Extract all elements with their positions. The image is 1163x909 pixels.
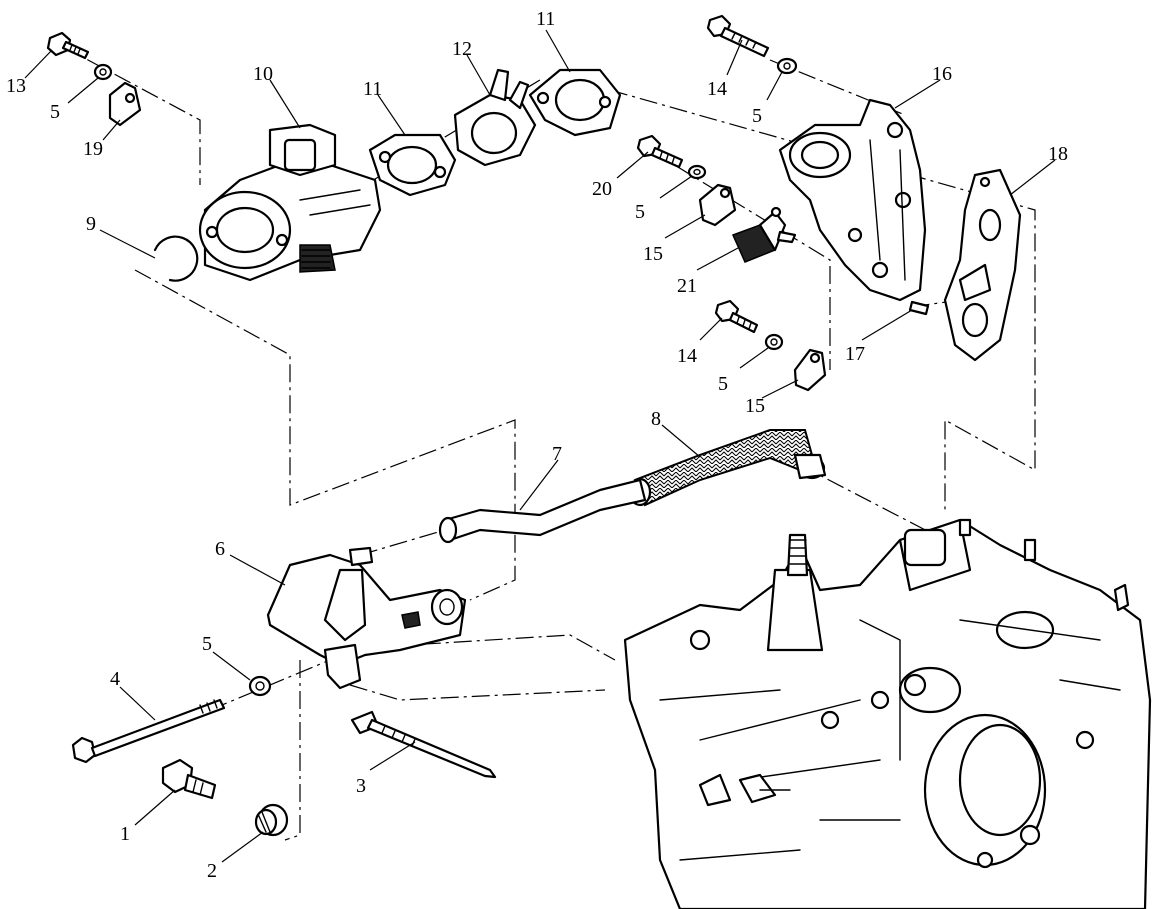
filter-assembly-6 [266,546,467,690]
engine-block [623,518,1152,909]
long-bolt-4 [71,698,226,764]
throttle-body-10 [198,123,382,282]
callout-10: 10 [253,63,273,85]
callout-12: 12 [452,38,472,60]
callout-labels: 13 5 19 10 9 11 12 11 14 5 16 18 20 5 15… [6,8,1068,882]
gasket-18 [943,168,1022,362]
bolt-20 [636,134,684,169]
washer-5-bottom [248,675,272,697]
callout-15-lower: 15 [745,395,765,417]
callout-5-upper-left: 5 [50,101,60,123]
o-ring-9 [153,235,199,282]
cable-tie-3 [350,710,497,779]
gasket-11-right [528,68,622,137]
callout-5-lower: 5 [718,373,728,395]
gasket-11-left [368,133,457,197]
callout-14-lower: 14 [677,345,697,367]
callout-19: 19 [83,138,103,160]
bolt-1 [161,758,217,800]
hose-7 [438,478,647,544]
callout-18: 18 [1048,143,1068,165]
callout-3: 3 [356,775,366,797]
clip-15-lower [793,348,827,392]
bolt-13 [706,14,770,58]
callout-14-upper: 13 [6,75,26,97]
adapter-12 [453,68,537,167]
callout-5-mid: 5 [635,201,645,223]
pin-17 [908,300,930,316]
washer-5-lower [764,333,784,351]
callout-15-mid: 15 [643,243,663,265]
callout-6: 6 [215,538,225,560]
callout-11-right: 11 [536,8,555,30]
sensor-21 [731,206,797,263]
callout-4: 4 [110,668,120,690]
grommet-2 [254,803,289,837]
clip-19 [108,81,142,127]
bolt-14-lower [714,299,759,334]
braided-hose-8 [628,429,827,507]
callout-7: 7 [552,443,562,465]
bolt-14-upper [46,31,90,60]
callout-21: 21 [677,275,697,297]
callout-9: 9 [86,213,96,235]
callout-20: 20 [592,178,612,200]
washer-5-upper-left [93,63,113,81]
clip-15-mid [698,183,737,227]
callout-16: 16 [932,63,952,85]
callout-1: 1 [120,823,130,845]
callout-8: 8 [651,408,661,430]
washer-5-upper-right [776,57,798,75]
callout-2: 2 [207,860,217,882]
callout-17: 17 [845,343,865,365]
callout-5-bottom: 5 [202,633,212,655]
washer-5-mid [687,164,707,180]
callout-5-upper-right: 5 [752,105,762,127]
leader-lines [24,29,1056,863]
callout-13: 14 [707,78,727,100]
callout-11-left: 11 [363,78,382,100]
intake-manifold-16 [778,98,927,302]
